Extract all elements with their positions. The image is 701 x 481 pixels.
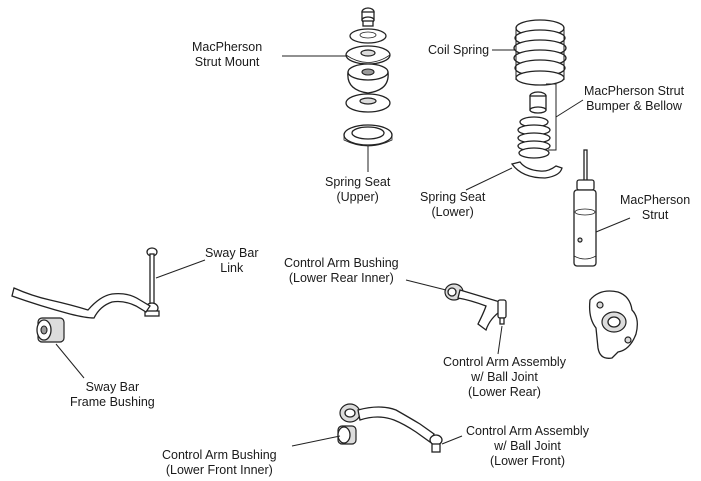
sway-bar-icon [12, 288, 150, 318]
label-strut: MacPherson Strut [620, 193, 690, 223]
strut-icon [574, 150, 596, 266]
label-control-arm-assembly-front: Control Arm Assembly w/ Ball Joint (Lowe… [466, 424, 589, 469]
steering-knuckle-icon [590, 291, 638, 358]
coil-spring-icon [514, 20, 566, 85]
label-control-arm-bushing-rear: Control Arm Bushing (Lower Rear Inner) [284, 256, 399, 286]
label-spring-seat-upper: Spring Seat (Upper) [325, 175, 390, 205]
label-sway-bar-frame-bushing: Sway Bar Frame Bushing [70, 380, 155, 410]
label-spring-seat-lower: Spring Seat (Lower) [420, 190, 485, 220]
label-control-arm-bushing-front: Control Arm Bushing (Lower Front Inner) [162, 448, 277, 478]
control-arm-front-icon [338, 404, 442, 452]
spring-seat-lower-icon [512, 162, 562, 178]
label-control-arm-assembly-rear: Control Arm Assembly w/ Ball Joint (Lowe… [443, 355, 566, 400]
strut-mount-icon [344, 8, 392, 146]
strut-bumper-bellow-icon [518, 84, 583, 158]
sway-bar-bushing-icon [37, 318, 64, 342]
control-arm-rear-icon [445, 284, 506, 330]
label-sway-bar-link: Sway Bar Link [205, 246, 259, 276]
label-strut-mount: MacPherson Strut Mount [192, 40, 262, 70]
label-coil-spring: Coil Spring [428, 43, 489, 58]
label-bumper-bellow: MacPherson Strut Bumper & Bellow [584, 84, 684, 114]
